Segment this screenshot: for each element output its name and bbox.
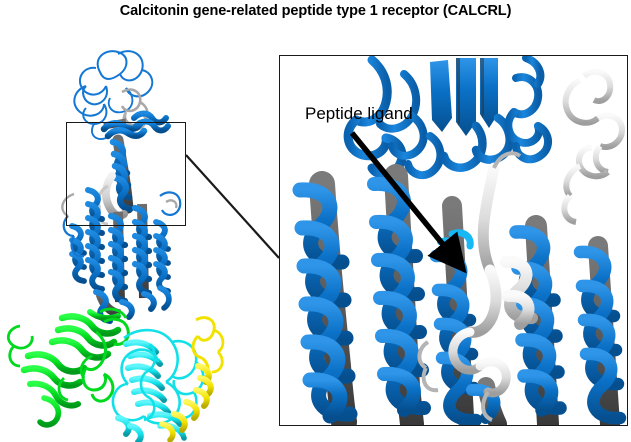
helix-L1 [292,171,358,425]
inset-panel [279,55,628,426]
transmembrane-bundle [61,186,182,305]
helix-L2 [367,164,431,425]
ecd-helices [100,110,171,140]
inset-tm-helices [292,164,627,425]
overview-panel [0,26,270,442]
g-beta-subunit [111,328,205,442]
peptide-ligand-inset [417,151,538,422]
g-gamma-subunit [159,316,225,442]
overview-structure-svg [6,50,225,442]
peptide-ligand-label: Peptide ligand [305,104,413,123]
stalk-helix [109,134,134,214]
g-alpha-subunit [6,307,130,428]
page-title: Calcitonin gene-related peptide type 1 r… [119,3,512,19]
helix-R2 [573,236,627,425]
helix-R1 [509,215,567,425]
